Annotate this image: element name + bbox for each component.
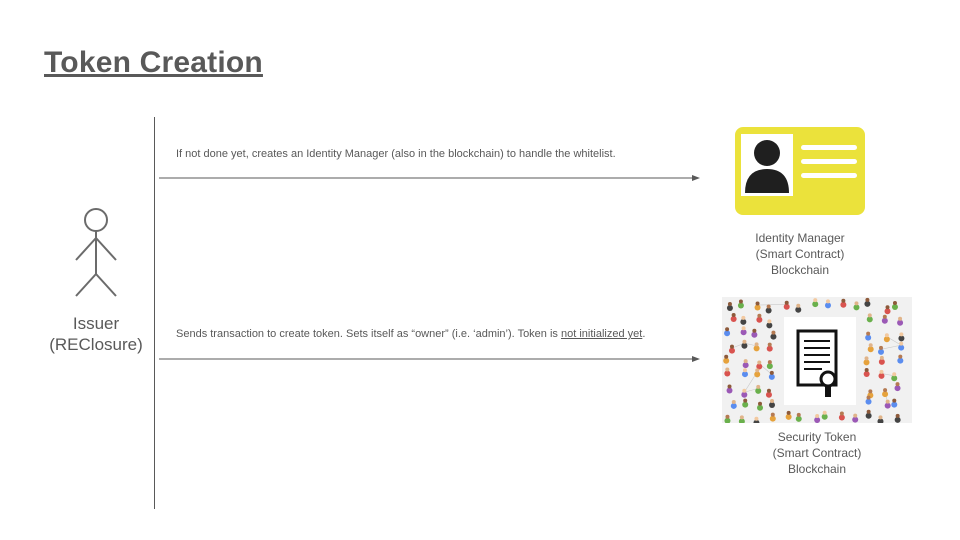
person-node-icon xyxy=(728,344,735,354)
person-node-icon xyxy=(730,399,737,409)
person-node-icon xyxy=(891,398,898,408)
person-node-icon xyxy=(878,345,885,355)
security-token-label: Security Token (Smart Contract) Blockcha… xyxy=(747,429,887,477)
certificate-network-icon xyxy=(722,297,912,423)
person-node-icon xyxy=(795,412,802,422)
person-node-icon xyxy=(783,300,790,310)
certificate-icon xyxy=(796,329,838,397)
person-node-icon xyxy=(754,368,761,378)
person-node-icon xyxy=(881,314,888,324)
person-node-icon xyxy=(867,343,874,353)
person-node-icon xyxy=(894,413,901,423)
person-node-icon xyxy=(882,388,889,398)
person-node-icon xyxy=(897,316,904,326)
identity-manager-platform: Blockchain xyxy=(770,263,830,277)
person-node-icon xyxy=(756,313,763,323)
message-1-arrow xyxy=(159,175,700,181)
person-node-icon xyxy=(891,372,898,382)
person-node-icon xyxy=(724,367,731,377)
person-node-icon xyxy=(766,360,773,370)
diagram-title: Token Creation xyxy=(44,46,263,79)
message-2-end: . xyxy=(642,328,646,340)
person-node-icon xyxy=(865,395,872,405)
person-node-icon xyxy=(894,382,901,392)
person-node-icon xyxy=(755,384,762,394)
person-node-icon xyxy=(723,354,730,364)
person-node-icon xyxy=(853,301,860,311)
person-node-icon xyxy=(766,342,773,352)
actor-org: (REClosure) xyxy=(49,335,143,354)
person-node-icon xyxy=(821,410,828,420)
person-node-icon xyxy=(891,301,898,311)
person-node-icon xyxy=(765,388,772,398)
person-node-icon xyxy=(898,332,905,342)
person-node-icon xyxy=(863,356,870,366)
person-node-icon xyxy=(740,315,747,325)
person-node-icon xyxy=(864,297,871,307)
person-node-icon xyxy=(724,327,731,337)
person-node-icon xyxy=(838,411,845,421)
person-node-icon xyxy=(770,330,777,340)
person-node-icon xyxy=(865,331,872,341)
person-node-icon xyxy=(756,360,763,370)
actor-name: Issuer xyxy=(72,314,120,333)
person-node-icon xyxy=(840,298,847,308)
person-node-icon xyxy=(865,409,872,419)
message-1-label: If not done yet, creates an Identity Man… xyxy=(176,148,616,160)
person-node-icon xyxy=(730,313,737,323)
person-node-icon xyxy=(765,304,772,314)
person-node-icon xyxy=(852,413,859,423)
stick-figure-icon xyxy=(75,208,117,297)
actor-lifeline xyxy=(154,117,155,509)
person-node-icon xyxy=(877,415,884,423)
person-node-icon xyxy=(769,399,776,409)
person-node-icon xyxy=(824,299,831,309)
person-node-icon xyxy=(766,319,773,329)
message-2-text: Sends transaction to create token. Sets … xyxy=(176,328,561,340)
identity-manager-label: Identity Manager (Smart Contract) Blockc… xyxy=(730,230,870,278)
person-node-icon xyxy=(814,414,821,423)
person-node-icon xyxy=(878,355,885,365)
person-node-icon xyxy=(785,410,792,420)
person-node-icon xyxy=(757,401,764,411)
person-node-icon xyxy=(742,359,749,369)
person-node-icon xyxy=(863,368,870,378)
person-node-icon xyxy=(884,305,891,315)
message-2-underlined: not initialized yet xyxy=(560,328,643,340)
person-node-icon xyxy=(883,333,890,343)
person-node-icon xyxy=(878,369,885,379)
person-node-icon xyxy=(898,341,905,351)
person-node-icon xyxy=(753,416,760,423)
person-node-icon xyxy=(884,399,891,409)
person-node-icon xyxy=(866,313,873,323)
person-node-icon xyxy=(726,301,733,311)
person-node-icon xyxy=(724,414,731,423)
person-node-icon xyxy=(812,298,819,308)
person-node-icon xyxy=(741,388,748,398)
actor-label: Issuer (REClosure) xyxy=(36,313,156,355)
id-card-icon xyxy=(735,127,865,215)
message-2-arrow xyxy=(159,356,700,362)
person-node-icon xyxy=(737,299,744,309)
person-node-icon xyxy=(753,342,760,352)
person-node-icon xyxy=(751,328,758,338)
person-node-icon xyxy=(897,354,904,364)
security-token-platform: Blockchain xyxy=(787,462,847,476)
person-node-icon xyxy=(741,368,748,378)
security-token-name: Security Token xyxy=(777,430,857,444)
message-2-label: Sends transaction to create token. Sets … xyxy=(176,328,645,340)
security-token-type: (Smart Contract) xyxy=(772,446,862,460)
person-node-icon xyxy=(769,412,776,422)
person-node-icon xyxy=(754,301,761,311)
person-node-icon xyxy=(738,415,745,423)
person-node-icon xyxy=(768,370,775,380)
identity-manager-name: Identity Manager xyxy=(755,231,845,245)
person-node-icon xyxy=(741,339,748,349)
person-node-icon xyxy=(795,303,802,313)
person-node-icon xyxy=(726,384,733,394)
person-node-icon xyxy=(742,398,749,408)
identity-manager-type: (Smart Contract) xyxy=(755,247,845,261)
person-node-icon xyxy=(740,326,747,336)
